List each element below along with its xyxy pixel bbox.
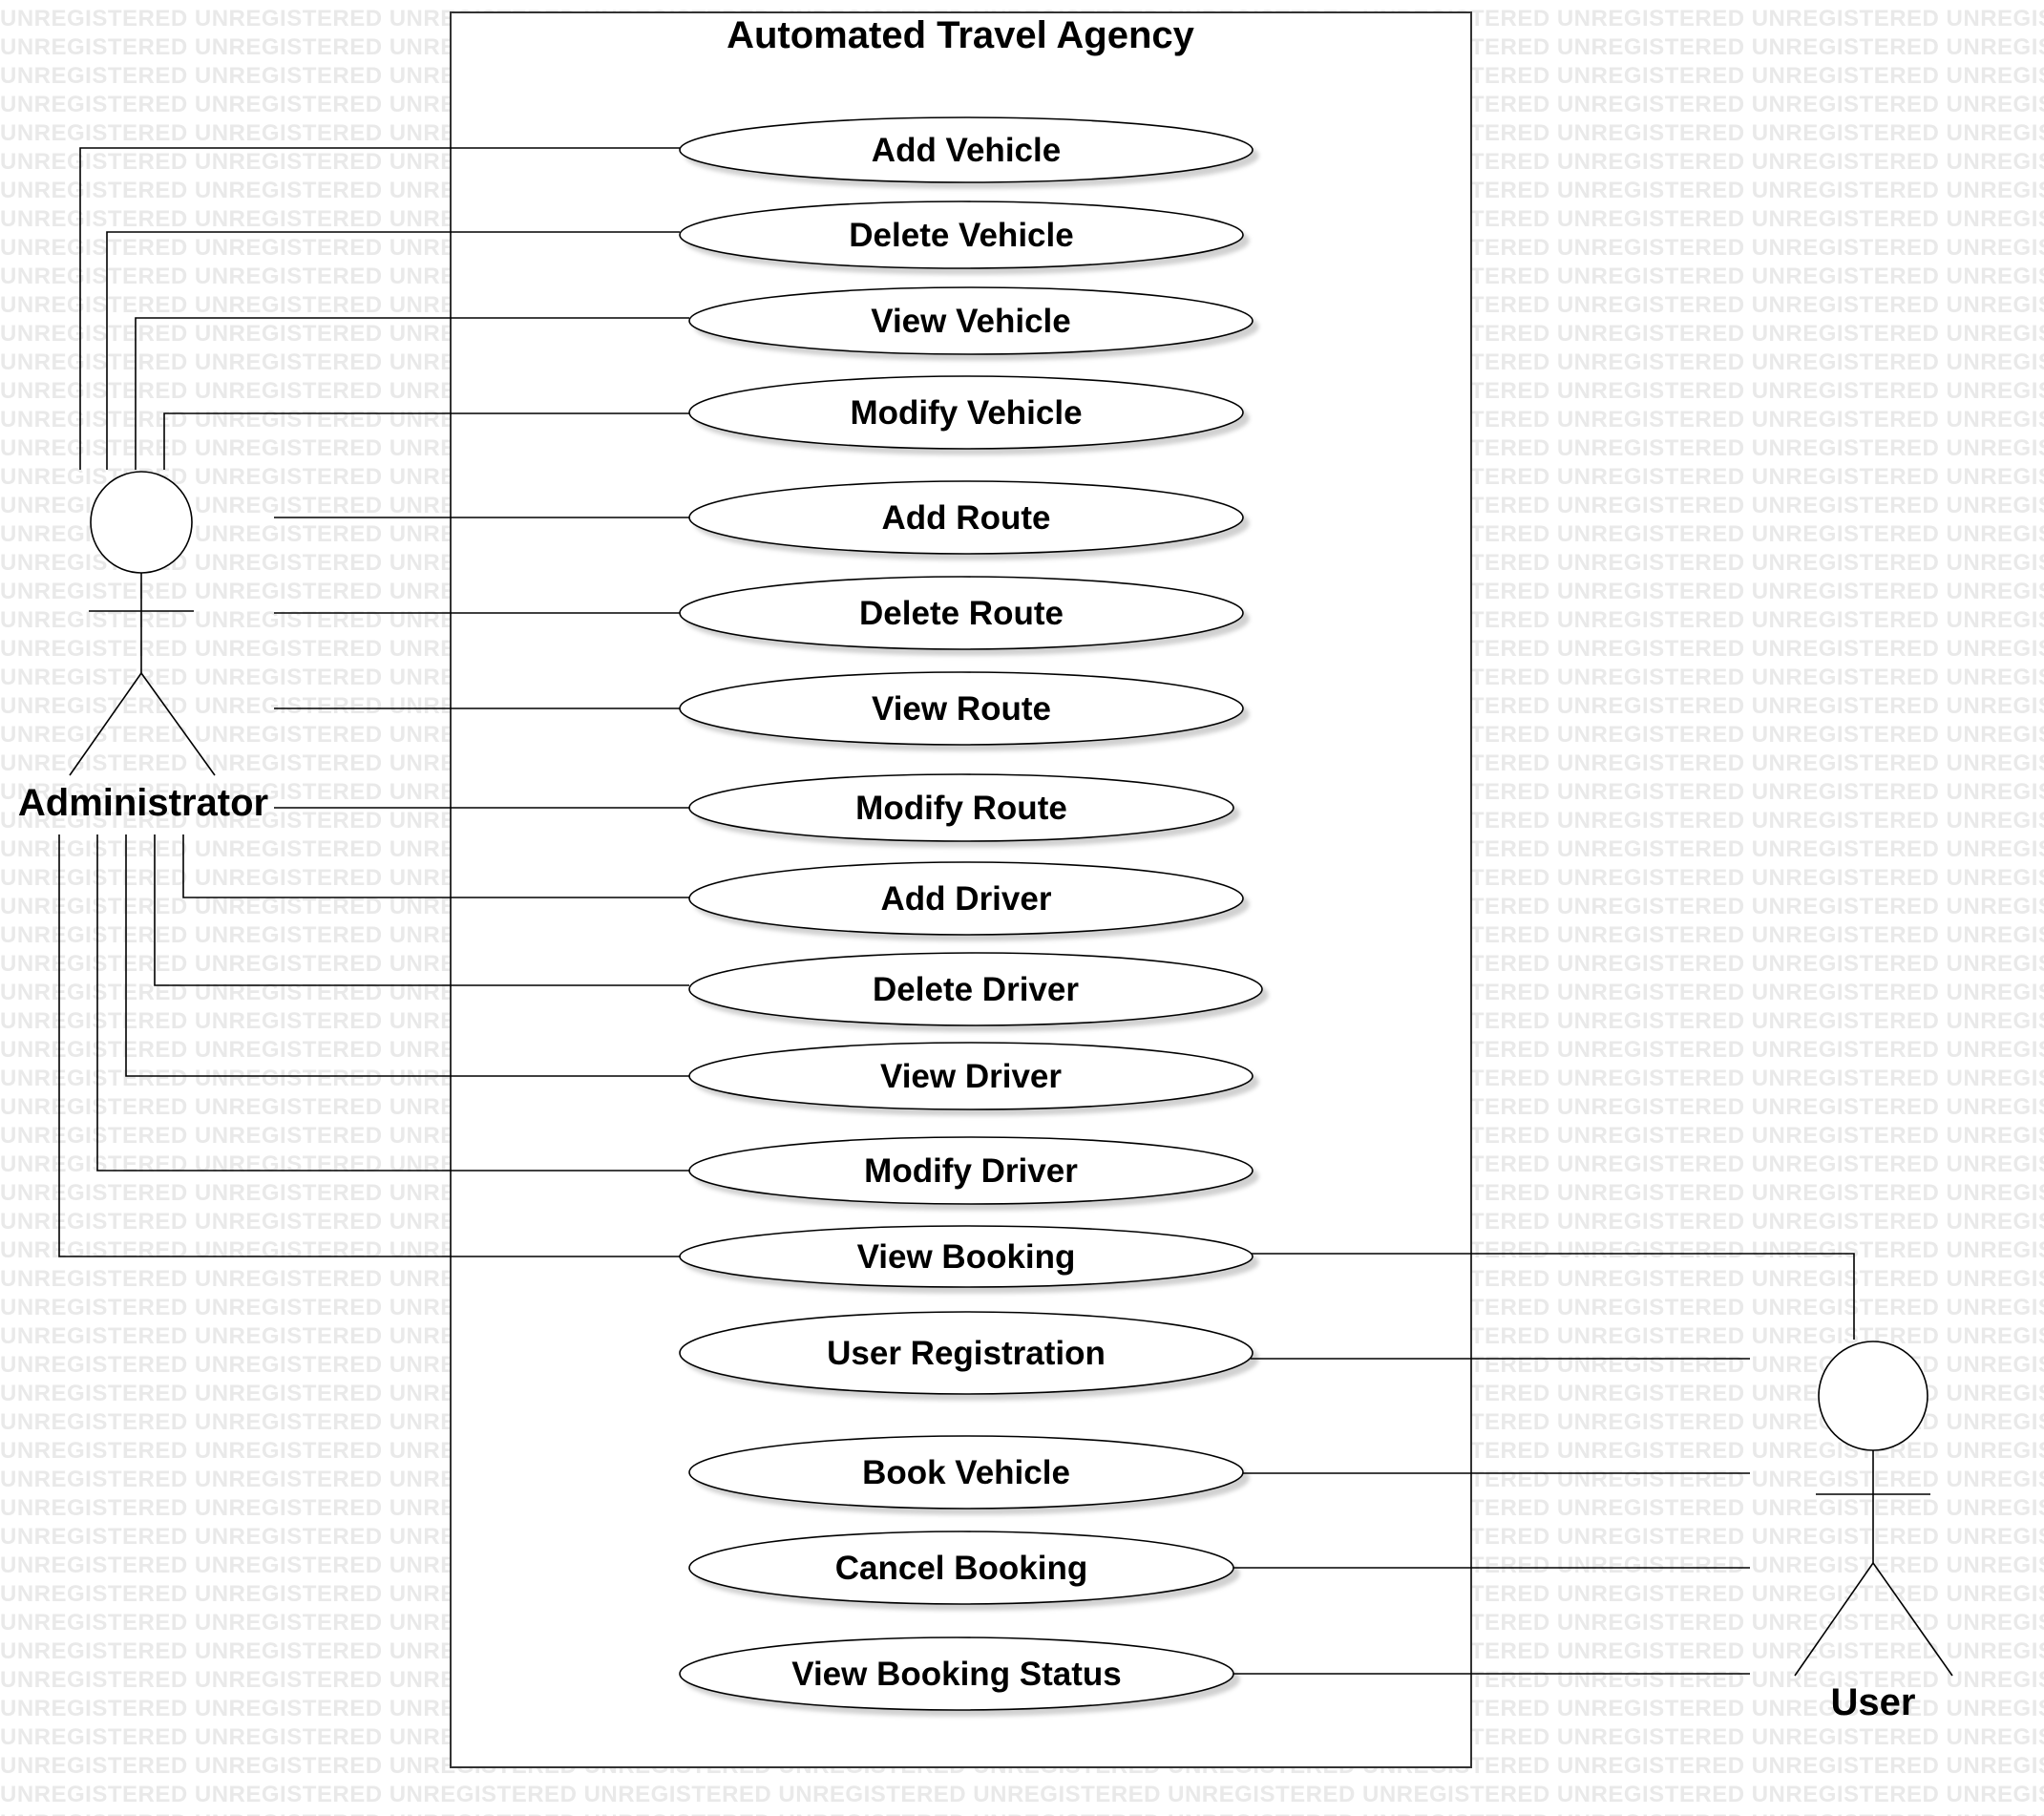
use-case-ellipse	[688, 480, 1244, 555]
use-case-ellipse	[679, 1225, 1254, 1288]
use-case-view-booking-status[interactable]: View Booking Status	[679, 1637, 1234, 1711]
actor-head	[90, 471, 193, 574]
actor-label-administrator: Administrator	[18, 782, 268, 824]
use-case-ellipse	[679, 1311, 1254, 1395]
actor-right-leg	[140, 672, 216, 776]
assoc-admin-delete-driver	[154, 834, 689, 986]
use-case-label: User Registration	[827, 1335, 1106, 1372]
use-case-add-route[interactable]: Add Route	[688, 480, 1244, 555]
admin-associations	[58, 147, 689, 1257]
use-case-view-vehicle[interactable]: View Vehicle	[688, 286, 1254, 355]
use-case-label: Delete Vehicle	[849, 217, 1073, 254]
use-case-modify-route[interactable]: Modify Route	[688, 773, 1234, 842]
use-case-add-driver[interactable]: Add Driver	[688, 861, 1244, 936]
use-case-label: Modify Vehicle	[850, 394, 1082, 432]
use-case-label: Add Driver	[881, 880, 1052, 918]
use-case-view-driver[interactable]: View Driver	[688, 1042, 1254, 1110]
assoc-user-view-booking	[1251, 1253, 1855, 1340]
actor-label-user: User	[1831, 1681, 1916, 1723]
use-case-ellipse	[679, 116, 1254, 183]
use-case-label: View Booking	[857, 1238, 1076, 1276]
use-case-label: Add Route	[882, 499, 1051, 537]
use-case-ellipse	[679, 201, 1244, 269]
use-case-label: Modify Route	[855, 790, 1067, 827]
use-case-view-booking[interactable]: View Booking	[679, 1225, 1254, 1288]
use-case-delete-vehicle[interactable]: Delete Vehicle	[679, 201, 1244, 269]
use-case-ellipse	[688, 773, 1234, 842]
use-case-ellipse	[688, 1435, 1244, 1510]
use-case-ellipse	[688, 375, 1244, 450]
use-case-label: View Vehicle	[871, 303, 1071, 340]
use-case-label: Modify Driver	[864, 1152, 1078, 1190]
actor-user[interactable]	[1794, 1341, 1953, 1677]
use-case-delete-route[interactable]: Delete Route	[679, 576, 1244, 650]
use-case-view-route[interactable]: View Route	[679, 671, 1244, 746]
use-case-label: Add Vehicle	[872, 132, 1061, 169]
use-case-add-vehicle[interactable]: Add Vehicle	[679, 116, 1254, 183]
user-associations	[1232, 1253, 1855, 1675]
use-case-user-registration[interactable]: User Registration	[679, 1311, 1254, 1395]
use-case-ellipse	[688, 1136, 1254, 1205]
use-case-label: Delete Route	[859, 595, 1064, 632]
use-cases: Add Vehicle Delete Vehicle View Vehicle …	[679, 116, 1263, 1711]
use-case-ellipse	[688, 952, 1263, 1026]
use-case-delete-driver[interactable]: Delete Driver	[688, 952, 1263, 1026]
use-case-label: View Booking Status	[791, 1656, 1122, 1693]
assoc-admin-view-booking	[58, 834, 680, 1257]
actor-head	[1818, 1341, 1928, 1451]
use-case-ellipse	[688, 286, 1254, 355]
use-case-ellipse	[679, 671, 1244, 746]
use-case-modify-driver[interactable]: Modify Driver	[688, 1136, 1254, 1205]
use-case-ellipse	[688, 861, 1244, 936]
assoc-admin-modify-driver	[96, 834, 689, 1172]
assoc-admin-delete-vehicle	[106, 231, 680, 470]
actor-left-leg	[1794, 1562, 1874, 1677]
use-case-label: View Driver	[880, 1058, 1062, 1095]
system-title: Automated Travel Agency	[727, 14, 1195, 56]
assoc-admin-view-vehicle	[135, 317, 689, 470]
use-case-label: View Route	[872, 690, 1051, 728]
actor-left-leg	[69, 672, 142, 776]
assoc-admin-add-driver	[182, 834, 689, 898]
use-case-label: Delete Driver	[873, 971, 1079, 1008]
use-case-label: Cancel Booking	[835, 1550, 1087, 1587]
use-case-cancel-booking[interactable]: Cancel Booking	[688, 1531, 1234, 1605]
use-case-ellipse	[688, 1531, 1234, 1605]
actor-administrator[interactable]	[69, 471, 216, 776]
use-case-label: Book Vehicle	[862, 1454, 1070, 1491]
use-case-ellipse	[679, 1637, 1234, 1711]
use-case-book-vehicle[interactable]: Book Vehicle	[688, 1435, 1244, 1510]
use-case-ellipse	[679, 576, 1244, 650]
actor-right-leg	[1872, 1562, 1953, 1677]
use-case-modify-vehicle[interactable]: Modify Vehicle	[688, 375, 1244, 450]
assoc-admin-modify-vehicle	[163, 412, 689, 470]
assoc-admin-view-driver	[125, 834, 689, 1077]
use-case-ellipse	[688, 1042, 1254, 1110]
assoc-admin-add-vehicle	[79, 147, 680, 470]
